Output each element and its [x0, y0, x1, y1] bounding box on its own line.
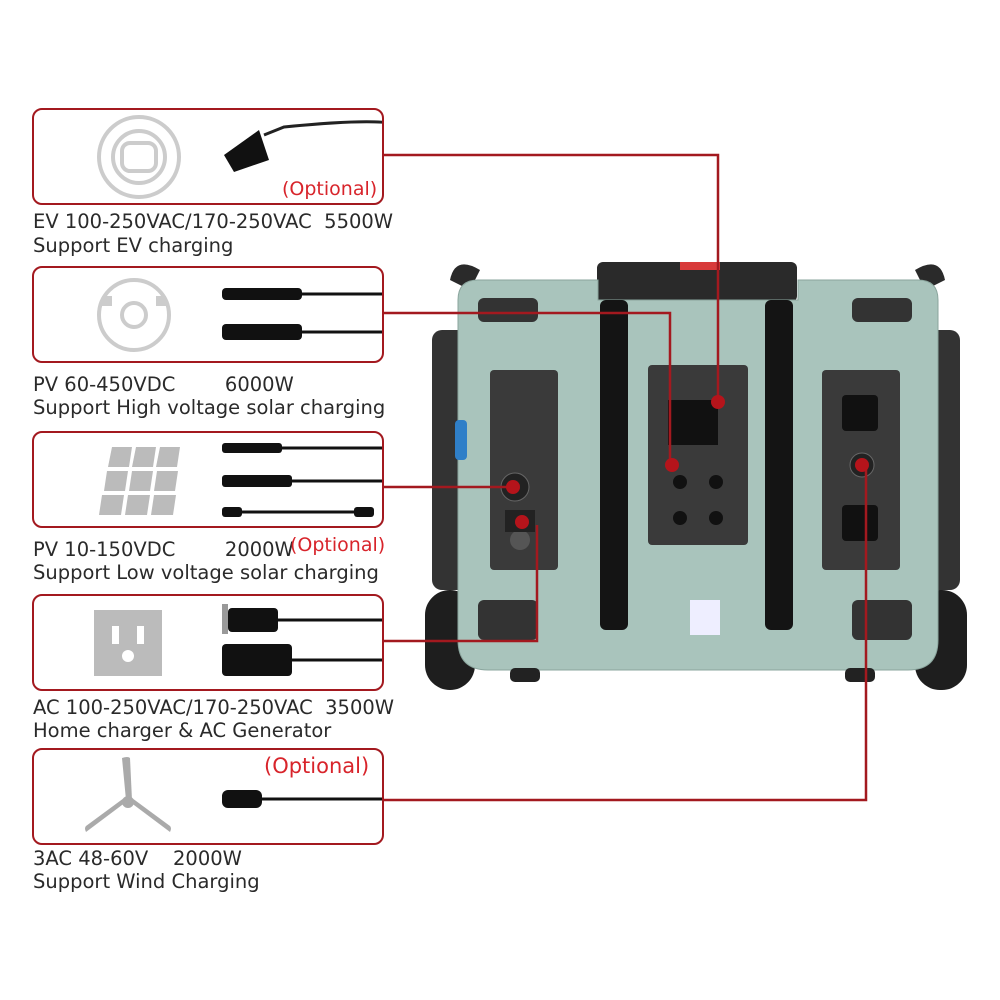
input-desc: Home charger & AC Generator	[33, 719, 332, 742]
line-ac	[382, 525, 539, 643]
wind-turbine-icon	[85, 757, 171, 832]
input-card-ac	[32, 594, 384, 691]
optional-label: (Optional)	[290, 534, 386, 556]
ev-socket-icon	[97, 115, 181, 199]
mc4-connectors-icon	[222, 288, 382, 340]
mc4-and-dc-cables-icon	[222, 443, 382, 517]
input-card-pv-low	[32, 431, 384, 528]
input-card-ev: (Optional)	[32, 108, 384, 205]
optional-label: (Optional)	[264, 754, 370, 778]
input-desc: Support Low voltage solar charging	[33, 561, 379, 584]
input-spec: PV 10-150VDC 2000W	[33, 538, 294, 561]
line-ev	[382, 153, 720, 402]
input-spec: 3AC 48-60V 2000W	[33, 847, 242, 870]
input-card-wind: (Optional)	[32, 748, 384, 845]
pv-high-voltage-socket-icon	[97, 278, 171, 352]
optional-label: (Optional)	[282, 178, 378, 200]
input-spec: EV 100-250VAC/170-250VAC 5500W	[33, 210, 394, 233]
ev-charging-plug-icon	[224, 120, 382, 172]
wind-cable-plug-icon	[222, 790, 382, 808]
input-desc: Support EV charging	[33, 234, 234, 257]
input-spec: PV 60-450VDC 6000W	[33, 373, 294, 396]
input-spec: AC 100-250VAC/170-250VAC 3500W	[33, 696, 395, 719]
top-handle	[597, 262, 797, 302]
line-pv-high	[382, 311, 672, 465]
input-desc: Support Wind Charging	[33, 870, 260, 893]
ac-outlet-icon	[94, 610, 162, 676]
ac-power-cord-icon	[222, 604, 382, 676]
input-card-pv-high	[32, 266, 384, 363]
solar-panel-icon	[99, 447, 180, 515]
input-desc: Support High voltage solar charging	[33, 396, 386, 419]
ev-charger-panel	[648, 365, 748, 545]
line-wind	[382, 465, 868, 802]
